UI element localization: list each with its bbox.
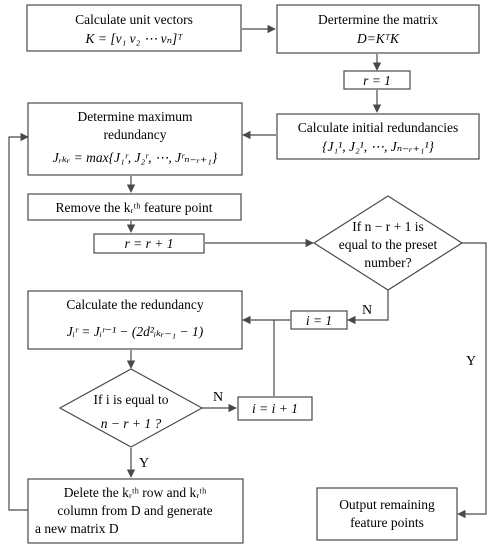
edge-preset-no-to-iinit <box>347 290 389 325</box>
label-i-yes: Y <box>139 456 149 471</box>
i-increment-label: i = i + 1 <box>252 401 298 416</box>
calc-redundancy-label: Calculate the redundancy <box>66 297 203 312</box>
unit-vectors-label: Calculate unit vectors <box>75 12 193 27</box>
max-redundancy-formula: Jᵣₖᵣ = max{J₁ʳ, J₂ʳ, ⋯, Jʳₙ₋ᵣ₊₁} <box>53 150 218 165</box>
node-check-i: If i is equal to n − r + 1 ? <box>58 368 204 448</box>
remove-point-label: Remove the kᵣᵗʰ feature point <box>56 200 213 215</box>
node-check-preset: If n − r + 1 is equal to the preset numb… <box>312 195 464 291</box>
node-calc-redundancy: Calculate the redundancy Jᵢʳ = Jᵢʳ⁻¹ − (… <box>27 290 243 350</box>
node-unit-vectors: Calculate unit vectors K = [v₁ v₂ ⋯ vₙ]ᵀ <box>26 4 242 52</box>
node-remove-point: Remove the kᵣᵗʰ feature point <box>27 193 242 221</box>
label-i-no: N <box>213 390 223 405</box>
check-i-label-1: If i is equal to <box>94 392 169 407</box>
check-preset-label-2: equal to the preset <box>339 237 438 252</box>
initial-redundancies-label: Calculate initial redundancies <box>298 120 458 135</box>
node-max-redundancy: Determine maximum redundancy Jᵣₖᵣ = max{… <box>27 102 243 176</box>
delete-row-col-label-3: a new matrix D <box>35 521 119 536</box>
determine-matrix-label: Dertermine the matrix <box>318 12 438 27</box>
label-preset-no: N <box>362 303 372 318</box>
check-preset-label-3: number? <box>364 255 411 270</box>
initial-redundancies-formula: {J₁¹, J₂¹, ⋯, Jₙ₋ᵣ₊₁¹} <box>322 139 434 154</box>
label-preset-yes: Y <box>466 354 476 369</box>
r-init-label: r = 1 <box>363 73 391 88</box>
output-label-1: Output remaining <box>339 497 435 512</box>
calc-redundancy-formula: Jᵢʳ = Jᵢʳ⁻¹ − (2d²ᵢₖᵣ₋₁ − 1) <box>67 324 204 339</box>
node-r-init: r = 1 <box>343 70 411 90</box>
node-r-increment: r = r + 1 <box>93 233 205 254</box>
r-increment-label: r = r + 1 <box>125 236 174 251</box>
node-delete-row-col: Delete the kᵣᵗʰ row and kᵣᵗʰ column from… <box>27 478 244 544</box>
determine-matrix-formula: D=KᵀK <box>356 31 400 46</box>
max-redundancy-label-1: Determine maximum <box>77 109 193 124</box>
node-i-increment: i = i + 1 <box>237 396 313 421</box>
i-init-label: i = 1 <box>306 313 332 328</box>
output-label-2: feature points <box>350 515 424 530</box>
node-output: Output remaining feature points <box>316 487 458 541</box>
check-i-label-2: n − r + 1 ? <box>101 416 162 431</box>
edges <box>8 24 487 519</box>
delete-row-col-label-2: column from D and generate <box>57 503 212 518</box>
max-redundancy-label-2: redundancy <box>104 127 167 142</box>
delete-row-col-label-1: Delete the kᵣᵗʰ row and kᵣᵗʰ <box>64 485 207 500</box>
check-preset-label-1: If n − r + 1 is <box>352 219 423 234</box>
edge-delete-loop-to-max <box>8 132 29 511</box>
unit-vectors-formula: K = [v₁ v₂ ⋯ vₙ]ᵀ <box>84 31 183 46</box>
node-initial-redundancies: Calculate initial redundancies {J₁¹, J₂¹… <box>276 113 480 160</box>
edge-preset-yes-to-output <box>457 242 487 519</box>
node-determine-matrix: Dertermine the matrix D=KᵀK <box>276 4 480 54</box>
node-i-init: i = 1 <box>290 310 348 330</box>
